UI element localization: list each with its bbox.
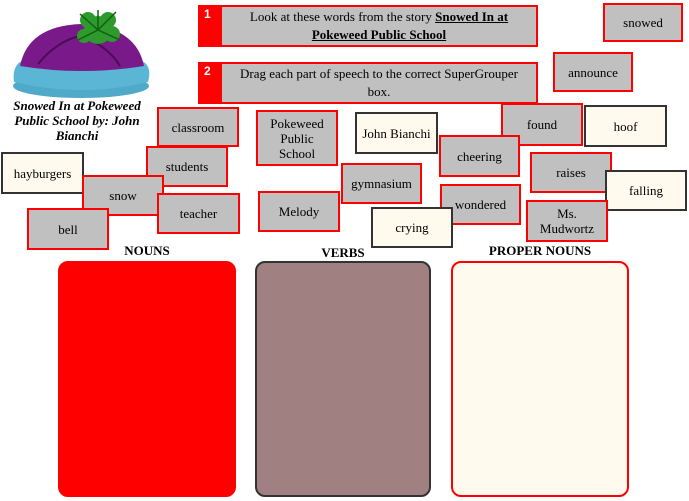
instruction-number: 1 <box>198 5 222 47</box>
word-tile-found[interactable]: found <box>501 103 583 146</box>
word-tile-crying[interactable]: crying <box>371 207 453 248</box>
word-tile-gymnasium[interactable]: gymnasium <box>341 163 422 204</box>
nouns-drop-zone[interactable] <box>58 261 236 497</box>
word-tile-raises[interactable]: raises <box>530 152 612 193</box>
word-tile-pokeweed-public-school[interactable]: Pokeweed Public School <box>256 110 338 166</box>
proper-nouns-label: PROPER NOUNS <box>488 243 592 258</box>
word-tile-hoof[interactable]: hoof <box>584 105 667 147</box>
word-tile-snowed[interactable]: snowed <box>603 3 683 42</box>
instruction-1: 1 Look at these words from the story Sno… <box>198 5 538 47</box>
word-tile-wondered[interactable]: wondered <box>440 184 521 225</box>
instruction-2: 2 Drag each part of speech to the correc… <box>198 62 538 104</box>
word-tile-teacher[interactable]: teacher <box>157 193 240 234</box>
proper-nouns-drop-zone[interactable] <box>451 261 629 497</box>
instruction-number: 2 <box>198 62 222 104</box>
word-tile-classroom[interactable]: classroom <box>157 107 239 147</box>
word-tile-hayburgers[interactable]: hayburgers <box>1 152 84 194</box>
verbs-label: VERBS <box>321 245 365 260</box>
word-tile-cheering[interactable]: cheering <box>439 135 520 177</box>
hat-illustration <box>13 10 150 98</box>
word-tile-john-bianchi[interactable]: John Bianchi <box>355 112 438 154</box>
word-tile-bell[interactable]: bell <box>27 208 109 250</box>
instruction-text: Look at these words from the story Snowe… <box>222 5 538 47</box>
word-tile-announce[interactable]: announce <box>553 52 633 92</box>
nouns-label: NOUNS <box>124 243 170 258</box>
story-title: Snowed In at Pokeweed Public School by: … <box>13 98 141 143</box>
word-tile-ms-mudwortz[interactable]: Ms. Mudwortz <box>526 200 608 242</box>
verbs-drop-zone[interactable] <box>255 261 431 497</box>
word-tile-melody[interactable]: Melody <box>258 191 340 232</box>
instruction-text: Drag each part of speech to the correct … <box>222 62 538 104</box>
word-tile-falling[interactable]: falling <box>605 170 687 211</box>
